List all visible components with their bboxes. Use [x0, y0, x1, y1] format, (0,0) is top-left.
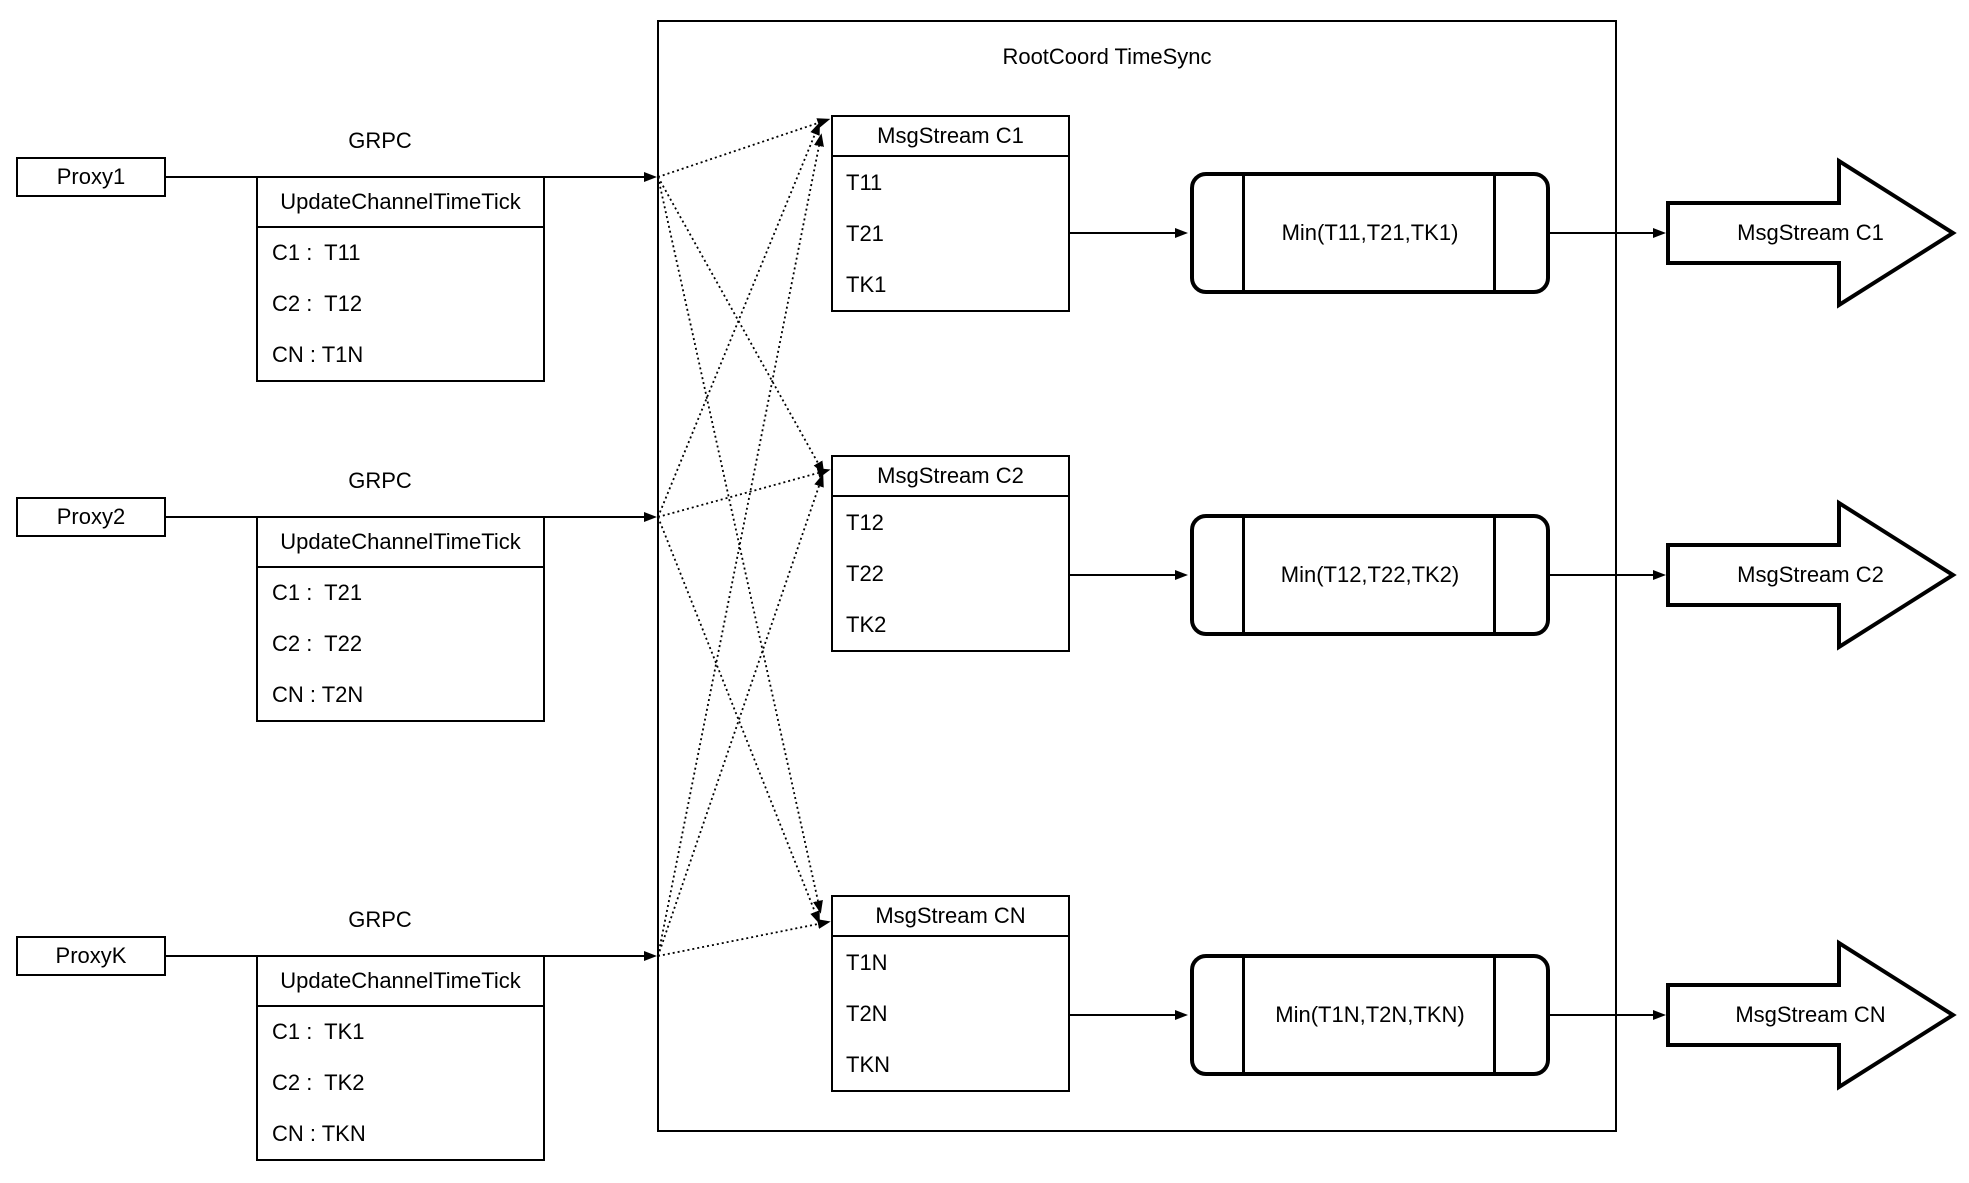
min-box-c2-divider-left — [1242, 518, 1245, 632]
msgstream-table-c1: MsgStream C1 T11 T21 TK1 — [831, 115, 1070, 312]
timetick-table-1-row-1: C1 : T11 — [272, 240, 361, 266]
timetick-table-1: UpdateChannelTimeTick C1 : T11 C2 : T12 … — [256, 176, 545, 382]
msgstream-cn-tick-1: T1N — [846, 949, 888, 975]
timetick-table-1-row-3: CN : T1N — [272, 341, 364, 367]
output-arrow-shape-1 — [1666, 157, 1957, 309]
grpc-label-1: GRPC — [348, 128, 412, 153]
msgstream-c1-tick-3: TK1 — [846, 271, 887, 297]
msgstream-c1-tick-2: T21 — [846, 220, 884, 246]
min-box-cn: Min(T1N,T2N,TKN) — [1190, 954, 1550, 1076]
output-arrow-label-c2: MsgStream C2 — [1737, 562, 1884, 587]
min-box-cn-divider-left — [1242, 958, 1245, 1072]
output-arrow-shape-3 — [1666, 939, 1957, 1091]
proxy-box-2: Proxy2 — [16, 497, 166, 537]
msgstream-table-c2: MsgStream C2 T12 T22 TK2 — [831, 455, 1070, 652]
msgstream-c1-tick-1: T11 — [846, 169, 883, 195]
output-arrow-shape-2 — [1666, 499, 1957, 651]
timetick-table-1-header: UpdateChannelTimeTick — [258, 178, 543, 228]
proxy-box-1: Proxy1 — [16, 157, 166, 197]
msgstream-table-cn-header: MsgStream CN — [833, 897, 1068, 937]
min-box-c2: Min(T12,T22,TK2) — [1190, 514, 1550, 636]
timetick-table-k-header: UpdateChannelTimeTick — [258, 957, 543, 1007]
timetick-table-2-header: UpdateChannelTimeTick — [258, 518, 543, 568]
timetick-table-2-row-2: C2 : T22 — [272, 631, 363, 656]
timetick-table-k-row-3: CN : TKN — [272, 1120, 366, 1146]
proxy-box-k: ProxyK — [16, 936, 166, 976]
timetick-table-2-row-1: C1 : T21 — [272, 580, 363, 606]
fanout-p2-cn — [657, 516, 820, 925]
min-box-c2-divider-right — [1493, 518, 1496, 632]
msgstream-table-c1-header: MsgStream C1 — [833, 117, 1068, 157]
proxy-label-1: Proxy1 — [56, 164, 126, 189]
timetick-table-1-row-2: C2 : T12 — [272, 291, 363, 316]
min-label-cn: Min(T1N,T2N,TKN) — [1275, 1002, 1465, 1027]
timetick-table-k: UpdateChannelTimeTick C1 : TK1 C2 : TK2 … — [256, 955, 545, 1161]
min-label-c1: Min(T11,T21,TK1) — [1281, 220, 1459, 245]
grpc-label-k: GRPC — [348, 907, 412, 932]
fanout-pk-cn — [657, 919, 831, 957]
fanout-p1-cn — [657, 176, 823, 914]
msgstream-table-cn: MsgStream CN T1N T2N TKN — [831, 895, 1070, 1092]
fanout-p1-c1 — [657, 118, 831, 178]
timetick-table-k-row-1: C1 : TK1 — [272, 1019, 365, 1045]
min-box-c1-divider-left — [1242, 176, 1245, 290]
rootcoord-container — [657, 20, 1617, 1132]
fanout-p2-c1 — [657, 121, 820, 518]
msgstream-cn-tick-3: TKN — [846, 1051, 890, 1077]
msgstream-c2-tick-1: T12 — [846, 509, 884, 535]
output-arrow-label-cn: MsgStream CN — [1735, 1002, 1886, 1027]
min-box-c1: Min(T11,T21,TK1) — [1190, 172, 1550, 294]
proxy-label-2: Proxy2 — [56, 504, 126, 529]
timetick-table-2: UpdateChannelTimeTick C1 : T21 C2 : T22 … — [256, 516, 545, 722]
msgstream-c2-tick-2: T22 — [846, 560, 884, 586]
msgstream-cn-tick-2: T2N — [846, 1000, 888, 1026]
grpc-label-2: GRPC — [348, 468, 412, 493]
msgstream-table-c2-header: MsgStream C2 — [833, 457, 1068, 497]
msgstream-c2-tick-3: TK2 — [846, 611, 887, 637]
output-arrow-label-c1: MsgStream C1 — [1737, 220, 1884, 245]
min-label-c2: Min(T12,T22,TK2) — [1280, 562, 1460, 587]
timetick-table-2-row-3: CN : T2N — [272, 681, 364, 707]
min-box-c1-divider-right — [1493, 176, 1496, 290]
rootcoord-title: RootCoord TimeSync — [1002, 44, 1212, 69]
timetick-table-k-row-2: C2 : TK2 — [272, 1070, 365, 1095]
min-box-cn-divider-right — [1493, 958, 1496, 1072]
proxy-label-k: ProxyK — [55, 943, 127, 968]
